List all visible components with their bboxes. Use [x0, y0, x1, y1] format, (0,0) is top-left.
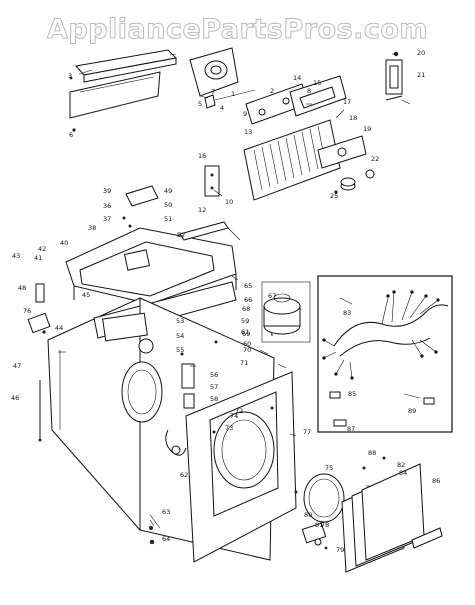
callout-41: 41	[34, 254, 42, 262]
callout-64: 64	[162, 535, 170, 543]
callout-40: 40	[60, 239, 68, 247]
callout-68: 68	[242, 305, 250, 313]
callout-43: 43	[12, 252, 20, 260]
callout-71: 71	[240, 359, 248, 367]
callout-3: 3	[68, 72, 72, 80]
callout-39: 39	[103, 187, 111, 195]
callout-38: 38	[88, 224, 96, 232]
callout-62: 62	[180, 471, 188, 479]
callout-19: 19	[363, 125, 371, 133]
callout-46: 46	[11, 394, 19, 402]
callout-2: 2	[270, 87, 274, 95]
callout-1: 1	[231, 90, 235, 98]
callout-48: 48	[18, 284, 26, 292]
callout-89: 89	[408, 407, 416, 415]
callout-9: 9	[243, 110, 247, 118]
callout-86: 86	[432, 477, 440, 485]
door-assembly	[301, 456, 443, 573]
wire-harness-inset	[317, 275, 453, 433]
callout-8: 8	[307, 87, 311, 95]
callout-52: 52	[177, 231, 185, 239]
callout-83: 83	[343, 309, 351, 317]
callout-6: 6	[69, 131, 73, 139]
callout-73: 73	[225, 424, 233, 432]
callout-56: 56	[210, 371, 218, 379]
callout-70: 70	[243, 346, 251, 354]
callout-50: 50	[164, 201, 172, 209]
callout-22: 22	[371, 155, 379, 163]
callout-37: 37	[103, 215, 111, 223]
callout-81: 81	[315, 521, 323, 529]
callout-74: 74	[230, 412, 238, 420]
cabinet-top	[65, 185, 237, 305]
callout-53: 53	[176, 317, 184, 325]
callout-15: 15	[313, 79, 321, 87]
callout-55: 55	[176, 346, 184, 354]
callout-5: 5	[198, 100, 202, 108]
callout-45: 45	[82, 291, 90, 299]
callout-16: 16	[198, 152, 206, 160]
leader-lines	[58, 53, 421, 527]
callout-18: 18	[349, 114, 357, 122]
callout-21: 21	[417, 71, 425, 79]
callout-77: 77	[303, 428, 311, 436]
callout-51: 51	[164, 215, 172, 223]
callout-10: 10	[225, 198, 233, 206]
callout-25: 25	[330, 192, 338, 200]
callout-85: 85	[348, 390, 356, 398]
callout-59: 59	[241, 317, 249, 325]
callout-65: 65	[244, 282, 252, 290]
callout-66: 66	[244, 296, 252, 304]
motor-pump	[261, 281, 311, 343]
callout-72: 72	[235, 407, 243, 415]
front-door-frame	[185, 371, 298, 563]
callout-88: 88	[368, 449, 376, 457]
callout-78: 78	[321, 521, 329, 529]
callout-4: 4	[220, 104, 224, 112]
callout-58: 58	[210, 395, 218, 403]
callout-44: 44	[55, 324, 63, 332]
callout-17: 17	[343, 98, 351, 106]
knob-parts	[334, 51, 403, 194]
callout-7: 7	[211, 88, 215, 96]
callout-labels: 1 2 3 4 5 6 7 8 9 10 12 13 14 15 16 17 1…	[11, 49, 440, 554]
callout-79: 79	[336, 546, 344, 554]
callout-60: 60	[243, 340, 251, 348]
callout-84: 84	[399, 469, 407, 477]
control-console	[189, 47, 367, 201]
callout-54: 54	[176, 332, 184, 340]
callout-67: 67	[268, 292, 276, 300]
callout-80: 80	[304, 511, 312, 519]
callout-12: 12	[198, 206, 206, 214]
callout-47: 47	[13, 362, 21, 370]
callout-82: 82	[397, 461, 405, 469]
watermark: AppliancePartsPros.com	[46, 14, 429, 46]
callout-87: 87	[347, 425, 355, 433]
callout-61: 61	[241, 328, 249, 336]
callout-75: 75	[325, 464, 333, 472]
callout-63: 63	[162, 508, 170, 516]
callout-13: 13	[244, 128, 252, 136]
callout-69: 69	[242, 330, 250, 338]
callout-14: 14	[293, 74, 301, 82]
callout-57: 57	[210, 383, 218, 391]
callout-76: 76	[23, 307, 31, 315]
callout-20: 20	[417, 49, 425, 57]
callout-42: 42	[38, 245, 46, 253]
top-trim-panel	[69, 49, 178, 132]
callout-49: 49	[164, 187, 172, 195]
callout-36: 36	[103, 202, 111, 210]
